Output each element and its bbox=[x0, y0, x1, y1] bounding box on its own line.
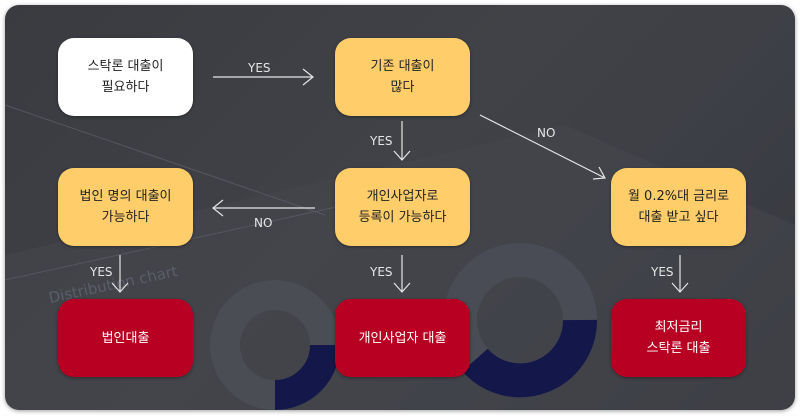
background-image: Distribution chart bbox=[5, 104, 795, 410]
node-text: 스탁론 대출이 bbox=[87, 59, 164, 74]
label-yes: YES bbox=[370, 265, 393, 279]
node-text: 대출 받고 싶다 bbox=[638, 210, 719, 225]
arrow-corporate-yes bbox=[111, 255, 129, 293]
node-existing-loan: 기존 대출이 많다 bbox=[335, 38, 470, 116]
flowchart-panel: Distribution chart YES YES NO NO YES YES… bbox=[5, 5, 795, 410]
label-no: NO bbox=[254, 216, 273, 230]
node-text: 스탁론 대출 bbox=[646, 341, 711, 356]
node-sole-prop-loan: 개인사업자 대출 bbox=[335, 299, 470, 377]
node-text: 개인사업자 대출 bbox=[358, 330, 447, 346]
arrow-existing-to-lowrate bbox=[479, 114, 606, 180]
node-text: 법인 명의 대출이 bbox=[79, 189, 172, 204]
label-no: NO bbox=[537, 126, 556, 140]
label-yes: YES bbox=[370, 134, 393, 148]
arrow-sole-to-corporate bbox=[212, 199, 315, 217]
node-text: 개인사업자로 bbox=[366, 189, 439, 204]
arrow-existing-to-sole bbox=[393, 121, 411, 161]
node-text: 법인대출 bbox=[101, 330, 150, 346]
node-text: 많다 bbox=[390, 80, 415, 95]
label-yes: YES bbox=[248, 61, 271, 75]
node-sole-prop-possible: 개인사업자로 등록이 가능하다 bbox=[335, 168, 470, 246]
node-corporate-possible: 법인 명의 대출이 가능하다 bbox=[58, 168, 193, 246]
label-yes: YES bbox=[90, 265, 113, 279]
connector-arrows bbox=[111, 68, 689, 293]
arrow-sole-yes bbox=[393, 255, 411, 293]
node-text: 필요하다 bbox=[101, 80, 150, 95]
node-text: 기존 대출이 bbox=[370, 59, 435, 74]
node-text: 등록이 가능하다 bbox=[358, 210, 447, 225]
node-text: 월 0.2%대 금리로 bbox=[627, 189, 730, 204]
node-low-rate: 월 0.2%대 금리로 대출 받고 싶다 bbox=[611, 168, 746, 246]
node-text: 최저금리 bbox=[654, 320, 703, 335]
arrow-start-to-existing bbox=[213, 68, 314, 86]
node-corporate-loan: 법인대출 bbox=[58, 299, 193, 377]
arrow-lowrate-yes bbox=[671, 255, 689, 293]
node-start: 스탁론 대출이 필요하다 bbox=[58, 38, 193, 116]
label-yes: YES bbox=[651, 265, 674, 279]
node-lowest-rate-loan: 최저금리 스탁론 대출 bbox=[611, 299, 746, 377]
node-text: 가능하다 bbox=[101, 210, 150, 225]
